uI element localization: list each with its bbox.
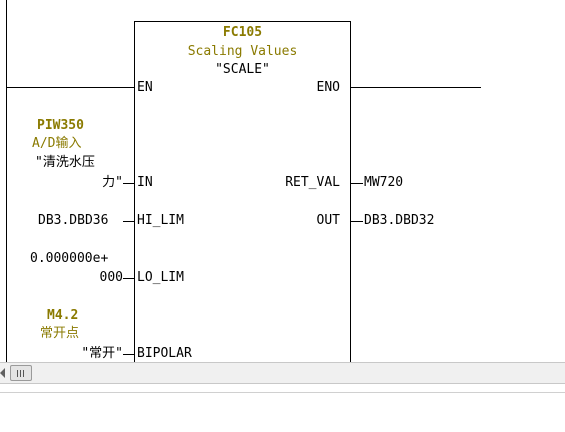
lo-lim-value-line2: 000 bbox=[99, 270, 123, 285]
block-title: Scaling Values bbox=[187, 44, 298, 59]
eno-connection-line bbox=[351, 87, 481, 88]
pin-in: IN bbox=[137, 175, 153, 190]
pin-eno: ENO bbox=[316, 80, 340, 95]
ret-val-connection-line bbox=[351, 183, 363, 184]
hi-lim-connection-line bbox=[123, 221, 134, 222]
ret-val-value[interactable]: MW720 bbox=[364, 175, 404, 190]
in-comment: A/D输入 bbox=[32, 136, 82, 151]
en-connection-line bbox=[6, 87, 134, 88]
pin-out: OUT bbox=[316, 213, 340, 228]
function-block-box[interactable] bbox=[134, 21, 351, 362]
pin-bipolar: BIPOLAR bbox=[137, 346, 192, 361]
in-connection-line bbox=[123, 183, 134, 184]
block-number: FC105 bbox=[222, 25, 263, 40]
in-symbol-line1: "清洗水压 bbox=[35, 155, 95, 170]
pin-ret-val: RET_VAL bbox=[285, 175, 340, 190]
out-connection-line bbox=[351, 221, 363, 222]
triangle-left-icon[interactable] bbox=[0, 368, 5, 378]
bottom-divider bbox=[0, 392, 565, 393]
pin-lo-lim: LO_LIM bbox=[137, 270, 184, 285]
bipolar-symbol: "常开" bbox=[81, 346, 123, 361]
grip-icon bbox=[17, 370, 18, 377]
lo-lim-connection-line bbox=[123, 278, 134, 279]
grip-icon bbox=[23, 370, 24, 377]
lo-lim-value-line1[interactable]: 0.000000e+ bbox=[30, 251, 109, 266]
block-symbol: "SCALE" bbox=[215, 62, 270, 77]
left-power-rail bbox=[6, 0, 7, 362]
bipolar-comment: 常开点 bbox=[40, 326, 80, 341]
pin-hi-lim: HI_LIM bbox=[137, 213, 184, 228]
scrollbar-thumb[interactable] bbox=[10, 365, 32, 381]
horizontal-scrollbar[interactable] bbox=[0, 362, 565, 384]
grip-icon bbox=[20, 370, 21, 377]
hi-lim-value[interactable]: DB3.DBD36 bbox=[38, 213, 109, 228]
bipolar-connection-line bbox=[123, 354, 134, 355]
in-address[interactable]: PIW350 bbox=[37, 118, 84, 133]
out-value[interactable]: DB3.DBD32 bbox=[364, 213, 435, 228]
ladder-network-canvas[interactable]: FC105 Scaling Values "SCALE" EN ENO PIW3… bbox=[0, 0, 565, 362]
bipolar-address[interactable]: M4.2 bbox=[47, 308, 79, 323]
in-symbol-line2: 力" bbox=[102, 175, 123, 190]
pin-en: EN bbox=[137, 80, 153, 95]
